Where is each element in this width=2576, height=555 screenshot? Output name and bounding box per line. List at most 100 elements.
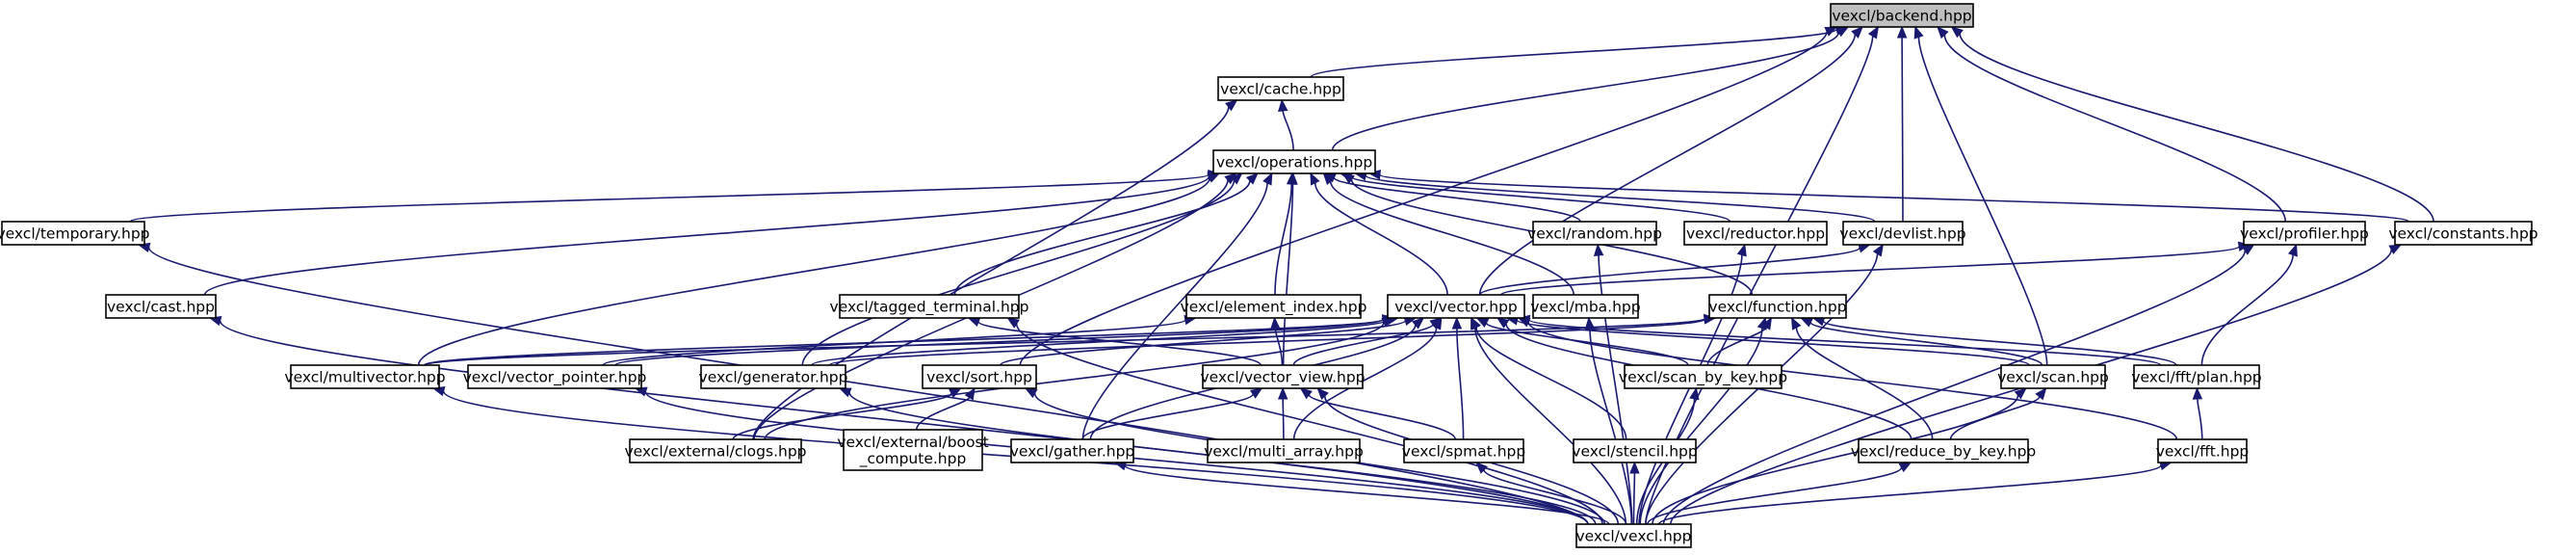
arrowhead — [1756, 316, 1767, 330]
edge-line — [977, 321, 1262, 366]
node-vexcl-spmat-hpp[interactable]: vexcl/spmat.hpp — [1402, 438, 1525, 463]
arrowhead — [2287, 243, 2298, 257]
node-vexcl-scan-hpp[interactable]: vexcl/scan.hpp — [1997, 364, 2109, 389]
node-vexcl-vexcl-hpp[interactable]: vexcl/vexcl.hpp — [1575, 523, 1692, 548]
node-box — [2243, 221, 2366, 246]
node-vexcl-generator-hpp[interactable]: vexcl/generator.hpp — [699, 364, 848, 389]
edge-n2-to-n1 — [1278, 98, 1294, 151]
node-label: vexcl/temporary.hpp — [0, 225, 150, 243]
node-box — [1217, 76, 1344, 101]
node-vexcl-devlist-hpp[interactable]: vexcl/devlist.hpp — [1839, 221, 1966, 246]
edge-line — [1706, 327, 1767, 366]
edge-line — [1333, 176, 1581, 223]
edge-line — [1308, 393, 1457, 440]
edge-n31-to-n4 — [1593, 243, 1633, 525]
node-vexcl-fft-plan-hpp[interactable]: vexcl/fft/plan.hpp — [2131, 364, 2262, 389]
arrowhead — [964, 386, 976, 401]
edge-n31-to-n21 — [1652, 387, 2027, 525]
edges — [129, 24, 2434, 525]
node-vexcl-profiler-hpp[interactable]: vexcl/profiler.hpp — [2240, 221, 2369, 246]
node-vexcl-cache-hpp[interactable]: vexcl/cache.hpp — [1217, 76, 1344, 101]
node-vexcl-external-boost-compute-hpp[interactable]: vexcl/external/boost_compute.hpp — [837, 429, 989, 471]
arrowhead — [1584, 316, 1596, 330]
node-vexcl-operations-hpp[interactable]: vexcl/operations.hpp — [1212, 149, 1376, 174]
arrowhead — [1225, 99, 1238, 112]
arrowhead — [967, 317, 981, 327]
node-vexcl-reduce-by-key-hpp[interactable]: vexcl/reduce_by_key.hpp — [1851, 438, 2037, 463]
arrowhead — [1412, 317, 1425, 330]
node-vexcl-cast-hpp[interactable]: vexcl/cast.hpp — [105, 294, 217, 319]
edge-line — [1652, 394, 2019, 525]
node-label: vexcl/element_index.hpp — [1181, 299, 1367, 317]
edge-line — [1456, 328, 1465, 440]
node-vexcl-tagged-terminal-hpp[interactable]: vexcl/tagged_terminal.hpp — [830, 294, 1029, 319]
edge-line — [1795, 327, 1934, 440]
node-label: vexcl/stencil.hpp — [1572, 443, 1697, 461]
node-box — [1212, 149, 1376, 174]
arrowhead — [838, 387, 852, 398]
node-vexcl-mba-hpp[interactable]: vexcl/mba.hpp — [1530, 294, 1641, 319]
node-box — [1573, 438, 1697, 463]
arrowhead — [1299, 387, 1313, 400]
node-label: vexcl/multi_array.hpp — [1204, 443, 1364, 462]
node-vexcl-function-hpp[interactable]: vexcl/function.hpp — [1708, 294, 1847, 319]
node-vexcl-vector-hpp[interactable]: vexcl/vector.hpp — [1387, 294, 1525, 319]
edge-line — [1379, 173, 2409, 223]
node-vexcl-external-clogs-hpp[interactable]: vexcl/external/clogs.hpp — [624, 438, 807, 463]
node-label: vexcl/scan_by_key.hpp — [1619, 369, 1787, 387]
edge-line — [732, 392, 952, 440]
edge-n1-to-n0 — [1310, 24, 1849, 78]
edge-n31-to-n30 — [1658, 461, 2173, 525]
node-vexcl-vector-view-hpp[interactable]: vexcl/vector_view.hpp — [1201, 364, 1366, 389]
node-vexcl-gather-hpp[interactable]: vexcl/gather.hpp — [1010, 438, 1135, 463]
node-vexcl-stencil-hpp[interactable]: vexcl/stencil.hpp — [1572, 438, 1698, 463]
arrowhead — [1270, 316, 1281, 330]
node-vexcl-temporary-hpp[interactable]: vexcl/temporary.hpp — [0, 221, 150, 246]
edge-line — [1292, 323, 1434, 366]
edge-line — [1658, 464, 2162, 525]
edge-n5-to-n2 — [1339, 172, 1731, 223]
node-box — [839, 294, 1020, 319]
node-label: vexcl/multivector.hpp — [284, 369, 445, 386]
node-label: vexcl/function.hpp — [1708, 299, 1846, 316]
edge-line — [1314, 182, 1448, 296]
edge-line — [953, 180, 1251, 296]
arrowhead — [1245, 172, 1259, 185]
edge-line — [1274, 183, 1292, 296]
edge-n24-to-n18 — [915, 386, 976, 431]
node-box — [843, 429, 983, 471]
edge-line — [1822, 320, 2177, 366]
node-vexcl-vector-pointer-hpp[interactable]: vexcl/vector_pointer.hpp — [463, 364, 647, 389]
edge-line — [1527, 322, 2178, 440]
node-vexcl-multi-array-hpp[interactable]: vexcl/multi_array.hpp — [1204, 438, 1364, 463]
node-vexcl-fft-hpp[interactable]: vexcl/fft.hpp — [2156, 438, 2250, 463]
node-vexcl-multivector-hpp[interactable]: vexcl/multivector.hpp — [284, 364, 446, 389]
node-vexcl-random-hpp[interactable]: vexcl/random.hpp — [1527, 221, 1662, 246]
node-vexcl-scan-by-key-hpp[interactable]: vexcl/scan_by_key.hpp — [1619, 364, 1787, 389]
node-vexcl-sort-hpp[interactable]: vexcl/sort.hpp — [922, 364, 1037, 389]
edge-line — [1282, 183, 1294, 366]
node-label: vexcl/profiler.hpp — [2240, 225, 2369, 243]
edge-n31-to-n27 — [1475, 462, 1627, 525]
edge-n31-to-n14 — [1639, 316, 1767, 525]
edge-n15-to-n12 — [423, 314, 1395, 366]
edge-n18-to-n0 — [1019, 26, 1838, 366]
node-vexcl-reductor-hpp[interactable]: vexcl/reductor.hpp — [1683, 221, 1828, 246]
arrowhead — [1791, 316, 1802, 330]
edge-line — [2197, 398, 2203, 440]
edge-n12-to-n2 — [1310, 172, 1448, 296]
node-box — [1, 221, 145, 246]
edge-line — [1282, 398, 1285, 440]
arrowhead — [1322, 172, 1335, 186]
arrowhead — [1006, 317, 1020, 329]
node-vexcl-element-index-hpp[interactable]: vexcl/element_index.hpp — [1181, 294, 1367, 319]
edge-n13-to-n2 — [1322, 172, 1574, 296]
node-vexcl-backend-hpp[interactable]: vexcl/backend.hpp — [1830, 3, 1974, 28]
node-vexcl-constants-hpp[interactable]: vexcl/constants.hpp — [2388, 221, 2538, 246]
edge-n15-to-n2 — [417, 172, 1221, 366]
edge-line — [2200, 254, 2294, 366]
node-label: vexcl/cache.hpp — [1220, 81, 1341, 98]
node-label: vexcl/vector.hpp — [1394, 299, 1518, 316]
edge-line — [1475, 327, 1627, 440]
node-label: vexcl/sort.hpp — [926, 369, 1032, 386]
